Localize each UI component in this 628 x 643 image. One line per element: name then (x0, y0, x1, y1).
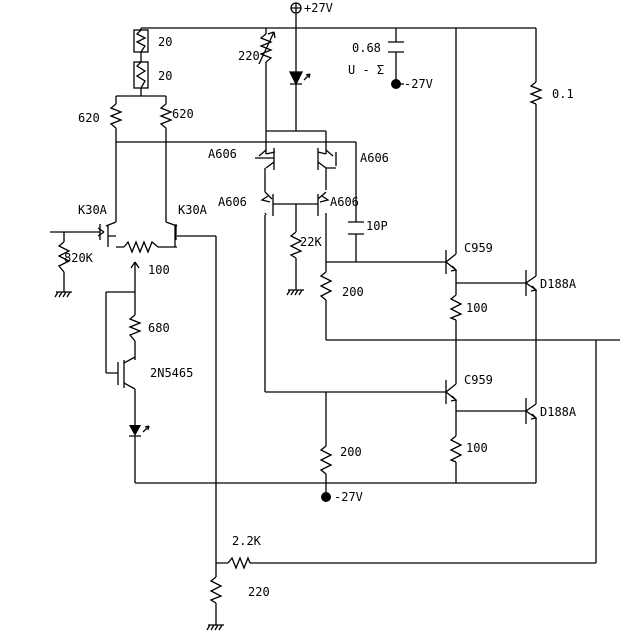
ground-22k (286, 289, 304, 296)
resistor-2-2k-label: 2.2K (232, 534, 262, 548)
resistor-22k-label: 22K (300, 235, 322, 249)
pnp-upper-right-label: A606 (360, 151, 389, 165)
resistor-pot-100-label: 100 (148, 263, 170, 277)
pnp-upper-left: A606 (208, 147, 267, 161)
wiring (50, 27, 620, 625)
jfet-right-label: K30A (178, 203, 208, 217)
supply-positive-label: +27V (304, 1, 333, 15)
resistor-100-top-label: 100 (466, 301, 488, 315)
driver-bottom-label: C959 (464, 373, 493, 387)
resistor-200-top-label: 200 (342, 285, 364, 299)
resistor-0-1: 0.1 (529, 81, 574, 105)
capacitor-0-68-label: 0.68 (352, 41, 381, 55)
resistor-220-bottom: 220 (209, 576, 270, 604)
resistor-100-bottom-label: 100 (466, 441, 488, 455)
power-rail-negative-cap: -27V (391, 77, 433, 91)
ground-bottom (206, 624, 224, 631)
power-rail-negative: -27V (321, 490, 363, 504)
resistor-200-top: 200 (319, 271, 364, 301)
resistor-100-top: 100 (449, 294, 488, 321)
driver-top-label: C959 (464, 241, 493, 255)
resistor-680-label: 680 (148, 321, 170, 335)
resistor-220-bottom-label: 220 (248, 585, 270, 599)
capacitor-10p: 10P (348, 219, 388, 235)
resistor-200-bottom-label: 200 (340, 445, 362, 459)
jfet-right: K30A (175, 203, 208, 240)
pnp-lower-left-label: A606 (218, 195, 247, 209)
output-top-label: D188A (540, 277, 577, 291)
resistor-820k-label: 820K (64, 251, 94, 265)
resistor-22k: 22K (289, 231, 322, 259)
resistor-0-1-label: 0.1 (552, 87, 574, 101)
jfet-left-label: K30A (78, 203, 108, 217)
capacitor-0-68: 0.68 U - Σ (348, 41, 404, 77)
jfet-source-label: 2N5465 (150, 366, 193, 380)
resistor-620-left-label: 620 (78, 111, 100, 125)
resistor-620-right-label: 620 (172, 107, 194, 121)
resistor-220-trim: 220 (238, 31, 276, 65)
led-bottom (129, 425, 150, 437)
resistor-2-2k: 2.2K (227, 534, 262, 570)
resistor-620-right: 620 (159, 103, 194, 129)
resistor-20-a-label: 20 (158, 35, 172, 49)
pnp-lower-left: A606 (218, 195, 271, 209)
pnp-lower-right: A606 (319, 195, 359, 209)
resistor-100-bottom: 100 (449, 435, 488, 463)
output-bottom: D188A (530, 405, 577, 420)
output-bottom-label: D188A (540, 405, 577, 419)
resistor-pot-100: 100 (123, 240, 170, 292)
supply-negative-label: -27V (334, 490, 363, 504)
output-top: D188A (530, 277, 577, 292)
capacitor-10p-label: 10P (366, 219, 388, 233)
driver-bottom: C959 (450, 373, 493, 402)
resistor-200-bottom: 200 (319, 445, 362, 475)
resistor-220-trim-label: 220 (238, 49, 260, 63)
resistor-680: 680 (128, 314, 170, 342)
jfet-left: K30A (78, 203, 108, 240)
resistor-620-left: 620 (78, 103, 123, 129)
pnp-upper-left-label: A606 (208, 147, 237, 161)
pnp-lower-right-label: A606 (330, 195, 359, 209)
resistor-20-a: 20 (133, 29, 172, 53)
driver-top: C959 (450, 241, 493, 272)
capacitor-0-68-note: U - Σ (348, 63, 384, 77)
jfet-source: 2N5465 (123, 360, 193, 388)
power-rail-positive: +27V (290, 1, 333, 28)
resistor-20-b-label: 20 (158, 69, 172, 83)
pnp-upper-right: A606 (325, 149, 389, 165)
resistor-20-b: 20 (133, 61, 172, 89)
led-top (288, 71, 311, 86)
resistor-820k: 820K (57, 241, 94, 273)
ground-820k (54, 291, 72, 298)
supply-negative-label-cap: -27V (404, 77, 433, 91)
